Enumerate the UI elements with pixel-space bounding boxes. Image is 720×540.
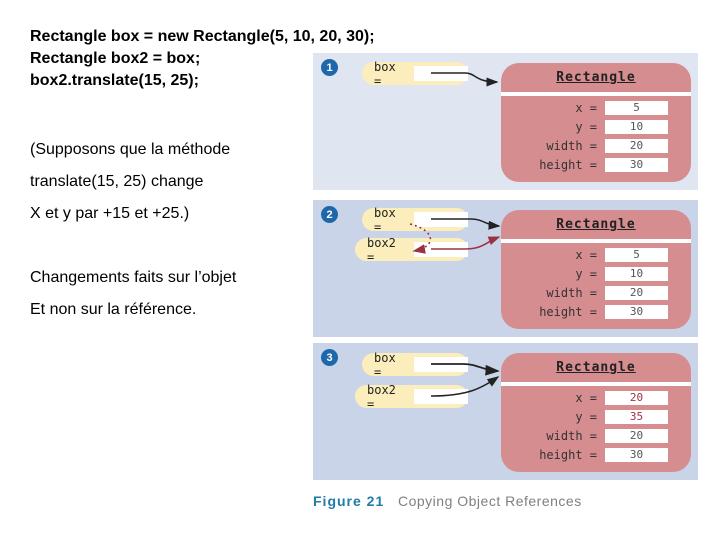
field-row-y: y = 35 bbox=[575, 410, 668, 424]
field-label: height = bbox=[539, 305, 597, 319]
field-value-changed: 35 bbox=[605, 410, 668, 424]
box2-reference-value-slot bbox=[414, 389, 468, 404]
field-row-height: height = 30 bbox=[539, 158, 668, 172]
note-line: Et non sur la référence. bbox=[30, 301, 197, 318]
box-reference: box = bbox=[362, 205, 468, 234]
step-number-badge: 3 bbox=[321, 349, 338, 366]
field-label: y = bbox=[575, 120, 597, 134]
field-row-x: x = 5 bbox=[575, 101, 668, 115]
code-line: box2.translate(15, 25); bbox=[30, 72, 199, 89]
field-value: 20 bbox=[605, 286, 668, 300]
field-value: 10 bbox=[605, 267, 668, 281]
box2-reference: box2 = bbox=[355, 382, 468, 411]
field-value: 10 bbox=[605, 120, 668, 134]
divider bbox=[501, 239, 691, 243]
field-value: 20 bbox=[605, 139, 668, 153]
field-row-width: width = 20 bbox=[546, 286, 668, 300]
box2-reference-value-slot bbox=[414, 242, 468, 257]
note-line: (Supposons que la méthode bbox=[30, 141, 231, 158]
field-row-x: x = 5 bbox=[575, 248, 668, 262]
field-label: y = bbox=[575, 267, 597, 281]
diagram-step-3: 3 box = box2 = Rectangle x = 20 y = 35 w… bbox=[313, 343, 698, 480]
box-reference-value-slot bbox=[414, 357, 468, 372]
field-label: height = bbox=[539, 158, 597, 172]
field-label: width = bbox=[546, 286, 597, 300]
box-reference-label: box = bbox=[374, 205, 396, 234]
box-reference-value-slot bbox=[414, 212, 468, 227]
field-label: x = bbox=[575, 101, 597, 115]
field-value: 5 bbox=[605, 248, 668, 262]
box-reference: box = bbox=[362, 350, 468, 379]
field-value: 30 bbox=[605, 448, 668, 462]
field-value: 5 bbox=[605, 101, 668, 115]
note-line: Changements faits sur l’objet bbox=[30, 269, 237, 286]
rectangle-object: Rectangle x = 20 y = 35 width = 20 heigh… bbox=[501, 353, 691, 472]
field-row-height: height = 30 bbox=[539, 305, 668, 319]
field-row-y: y = 10 bbox=[575, 120, 668, 134]
box-reference-label: box = bbox=[374, 59, 396, 88]
step-number-badge: 1 bbox=[321, 59, 338, 76]
box2-reference-label: box2 = bbox=[367, 382, 396, 411]
field-row-width: width = 20 bbox=[546, 139, 668, 153]
field-label: x = bbox=[575, 391, 597, 405]
diagram-step-1: 1 box = Rectangle x = 5 y = 10 width = 2… bbox=[313, 53, 698, 190]
rectangle-object: Rectangle x = 5 y = 10 width = 20 height… bbox=[501, 210, 691, 329]
box2-reference: box2 = bbox=[355, 235, 468, 264]
note-line: translate(15, 25) change bbox=[30, 173, 204, 190]
divider bbox=[501, 92, 691, 96]
field-label: width = bbox=[546, 429, 597, 443]
note-paragraph-1: (Supposons que la méthode translate(15, … bbox=[30, 134, 330, 230]
rectangle-object-title: Rectangle bbox=[556, 217, 636, 232]
rectangle-object: Rectangle x = 5 y = 10 width = 20 height… bbox=[501, 63, 691, 182]
field-label: x = bbox=[575, 248, 597, 262]
figure-label: Figure 21 bbox=[313, 493, 385, 509]
code-line: Rectangle box = new Rectangle(5, 10, 20,… bbox=[30, 28, 375, 45]
box2-reference-label: box2 = bbox=[367, 235, 396, 264]
step-number-badge: 2 bbox=[321, 206, 338, 223]
rectangle-object-title: Rectangle bbox=[556, 70, 636, 85]
field-row-x: x = 20 bbox=[575, 391, 668, 405]
divider bbox=[501, 382, 691, 386]
field-label: y = bbox=[575, 410, 597, 424]
box-reference: box = bbox=[362, 59, 468, 88]
field-label: width = bbox=[546, 139, 597, 153]
field-row-height: height = 30 bbox=[539, 448, 668, 462]
field-row-y: y = 10 bbox=[575, 267, 668, 281]
box-reference-label: box = bbox=[374, 350, 396, 379]
field-row-width: width = 20 bbox=[546, 429, 668, 443]
note-paragraph-2: Changements faits sur l’objet Et non sur… bbox=[30, 262, 330, 326]
note-line: X et y par +15 et +25.) bbox=[30, 205, 190, 222]
code-block: Rectangle box = new Rectangle(5, 10, 20,… bbox=[30, 26, 430, 92]
field-value: 30 bbox=[605, 158, 668, 172]
field-label: height = bbox=[539, 448, 597, 462]
field-value: 20 bbox=[605, 429, 668, 443]
code-line: Rectangle box2 = box; bbox=[30, 50, 201, 67]
diagram-step-2: 2 box = box2 = Rectangle x = 5 y = 10 wi… bbox=[313, 200, 698, 337]
field-value-changed: 20 bbox=[605, 391, 668, 405]
figure-title: Copying Object References bbox=[398, 493, 582, 509]
rectangle-object-title: Rectangle bbox=[556, 360, 636, 375]
box-reference-value-slot bbox=[414, 66, 468, 81]
field-value: 30 bbox=[605, 305, 668, 319]
